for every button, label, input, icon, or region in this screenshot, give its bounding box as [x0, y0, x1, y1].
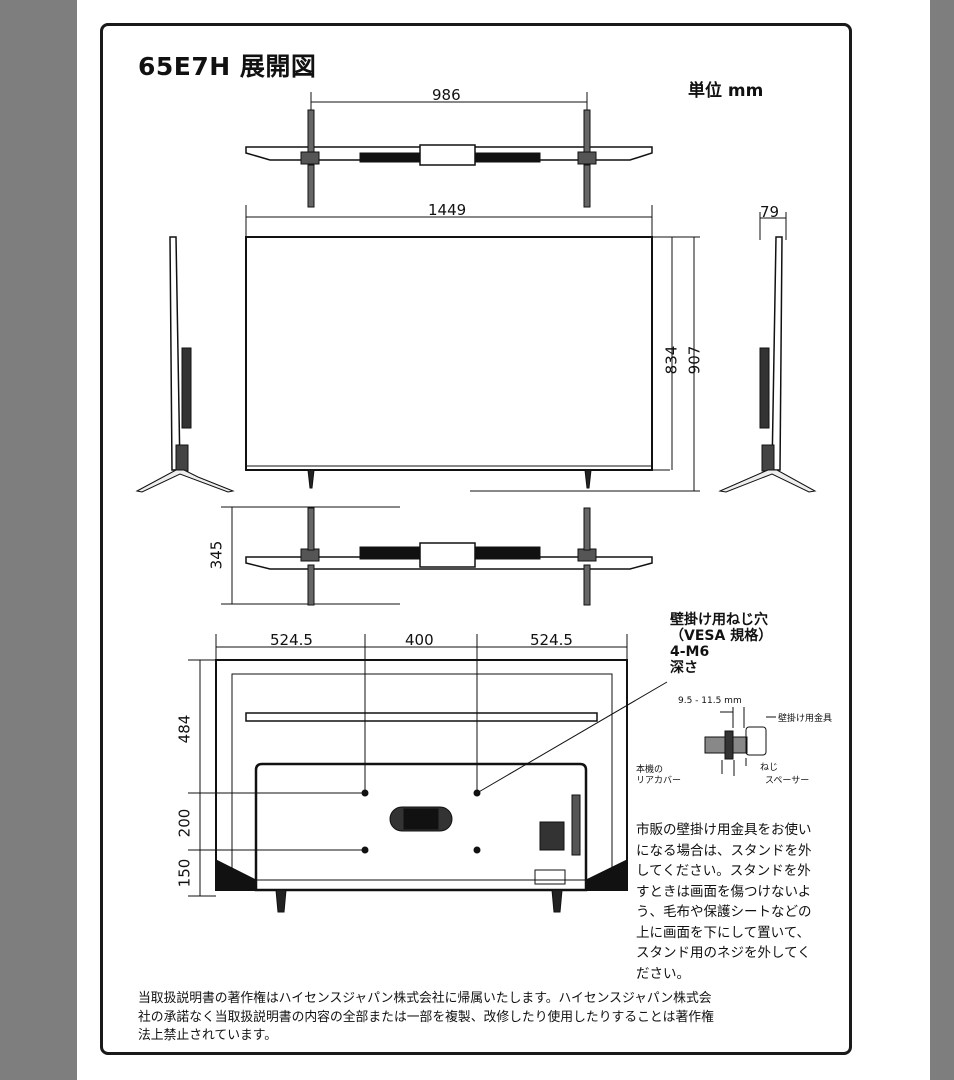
dimension-rear-bottom: 150 [175, 858, 194, 888]
right-margin [930, 0, 954, 1080]
vesa-line-2: （VESA 規格） [670, 628, 773, 644]
dimension-total-height: 907 [685, 345, 704, 375]
unit-label: 単位 mm [688, 81, 764, 101]
screw-label: ねじ [760, 763, 779, 773]
dimension-top-width: 986 [432, 86, 461, 104]
copyright-notice: 当取扱説明書の著作権はハイセンスジャパン株式会社に帰属いたします。ハイセンスジャ… [138, 990, 838, 1046]
note-line: スタンド用のネジを外してく [636, 945, 811, 961]
dimension-stand-depth: 345 [207, 540, 226, 570]
note-line: してください。スタンドを外 [636, 863, 811, 879]
vesa-line-1: 壁掛け用ねじ穴 [670, 612, 768, 628]
top-view-drawing [245, 92, 653, 208]
left-margin [0, 0, 77, 1080]
rear-cover-label-line-2: リアカバー [636, 776, 682, 786]
rear-view-drawing [188, 634, 668, 913]
copyright-line: 当取扱説明書の著作権はハイセンスジャパン株式会社に帰属いたします。ハイセンスジャ… [138, 991, 712, 1006]
note-line: 市販の壁掛け用金具をお使い [636, 822, 812, 838]
dimension-depth: 79 [760, 203, 780, 221]
bracket-label: 壁掛け用金具 [778, 714, 833, 724]
left-side-view-drawing [135, 236, 235, 493]
vesa-line-4: 深さ [670, 660, 698, 676]
bottom-view-drawing [221, 506, 653, 606]
copyright-line: 社の承諾なく当取扱説明書の内容の全部または一部を複製、改修したり使用したりするこ… [138, 1009, 714, 1025]
dimension-width: 1449 [428, 201, 467, 219]
note-line: になる場合は、スタンドを外 [636, 842, 812, 859]
dimension-rear-top: 484 [175, 714, 194, 744]
note-line: すときは画面を傷つけないよ [636, 883, 812, 900]
mounting-note: 市販の壁掛け用金具をお使い になる場合は、スタンドを外 してください。スタンドを… [636, 820, 846, 984]
dimension-rear-center: 400 [405, 631, 434, 649]
dimension-vesa-gap: 200 [175, 808, 194, 838]
front-view-drawing [245, 236, 700, 492]
vesa-label: 壁掛け用ねじ穴 （VESA 規格） 4-M6 深さ [670, 612, 772, 676]
right-side-view-drawing [718, 212, 817, 493]
dimension-panel-height: 834 [662, 345, 681, 375]
note-line: 上に画面を下にして置いて、 [636, 924, 811, 941]
copyright-line: 法上禁止されています。 [138, 1028, 278, 1043]
dimension-rear-left: 524.5 [270, 631, 313, 649]
dimension-rear-right: 524.5 [530, 631, 573, 649]
note-line: う、毛布や保護シートなどの [636, 904, 812, 920]
screw-detail-drawing [704, 707, 776, 776]
rear-cover-label-line-1: 本機の [636, 765, 664, 775]
page-title: 65E7H 展開図 [138, 52, 317, 81]
note-line: ださい。 [636, 965, 690, 982]
screw-range-label: 9.5 - 11.5 mm [678, 696, 742, 706]
spacer-label: スペーサー [765, 776, 810, 786]
vesa-line-3: 4-M6 [670, 644, 710, 660]
